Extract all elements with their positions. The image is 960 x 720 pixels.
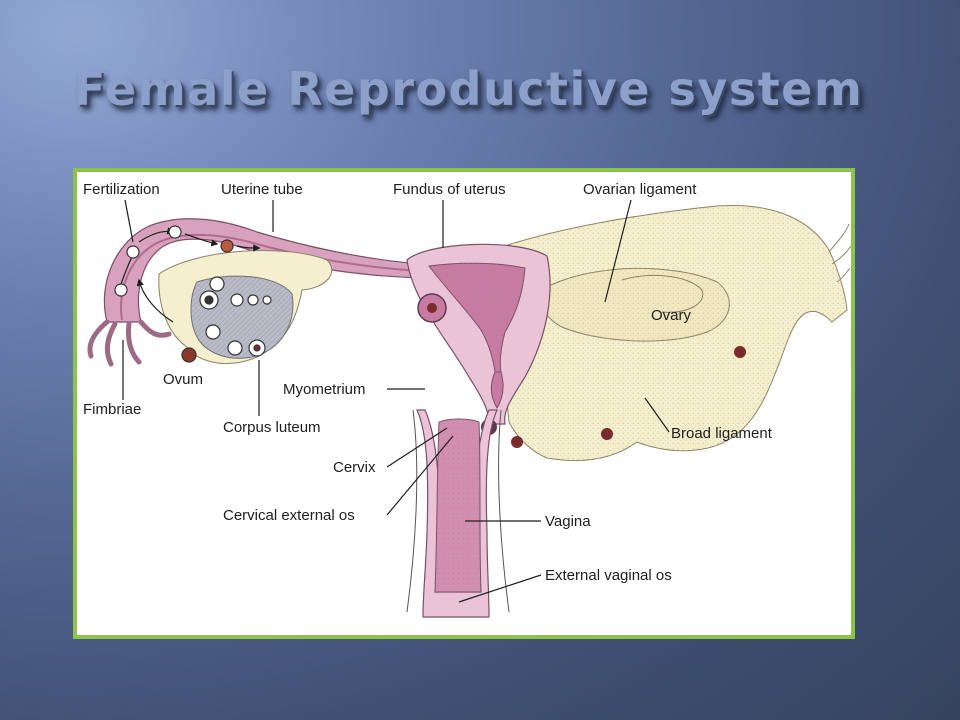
label-fertilization: Fertilization: [83, 181, 160, 198]
follicle-dot: [511, 436, 523, 448]
label-uterine-tube: Uterine tube: [221, 181, 303, 198]
diagram-frame: Fertilization Uterine tube Fundus of ute…: [73, 168, 855, 639]
uterus-shape: [406, 243, 551, 435]
reproductive-diagram: Fertilization Uterine tube Fundus of ute…: [83, 181, 851, 618]
label-myometrium: Myometrium: [283, 381, 366, 398]
follicle-dot: [601, 428, 613, 440]
label-fundus-of-uterus: Fundus of uterus: [393, 181, 506, 198]
label-cervix: Cervix: [333, 459, 376, 476]
follicle-dot: [734, 346, 746, 358]
label-ovary: Ovary: [651, 307, 692, 324]
ovum-path: [114, 225, 261, 363]
label-fimbriae: Fimbriae: [83, 401, 141, 418]
fimbriae-shape: [87, 319, 172, 367]
label-cervical-external-os: Cervical external os: [223, 507, 355, 524]
label-ovum: Ovum: [163, 371, 203, 388]
slide-title: Female Reproductive system: [74, 62, 864, 116]
label-broad-ligament: Broad ligament: [671, 425, 773, 442]
ovarian-follicles: [199, 276, 272, 357]
label-external-vaginal-os: External vaginal os: [545, 567, 672, 584]
label-ovarian-ligament: Ovarian ligament: [583, 181, 697, 198]
label-corpus-luteum: Corpus luteum: [223, 419, 321, 436]
label-vagina: Vagina: [545, 513, 591, 530]
